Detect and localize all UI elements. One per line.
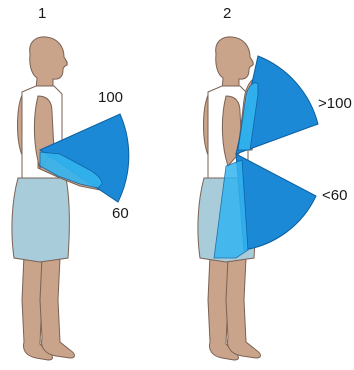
- shorts-1: [12, 178, 69, 262]
- panel-2-upper-label: >100: [318, 96, 352, 111]
- head-2: [216, 37, 254, 90]
- legs-2-front: [226, 258, 261, 358]
- panel-1: [12, 37, 129, 360]
- panel-2-lower-label: <60: [322, 188, 347, 203]
- panel-1-number: 1: [38, 6, 46, 21]
- panel-2-number: 2: [223, 6, 231, 21]
- panel-2: [198, 37, 318, 360]
- legs-1-front: [40, 258, 75, 358]
- head-1: [30, 37, 68, 90]
- standing-figure-1: [12, 37, 106, 360]
- panel-1-upper-label: 100: [98, 90, 123, 105]
- panel-1-lower-label: 60: [112, 206, 129, 221]
- reach-zone-sector-2-lower: [236, 154, 316, 250]
